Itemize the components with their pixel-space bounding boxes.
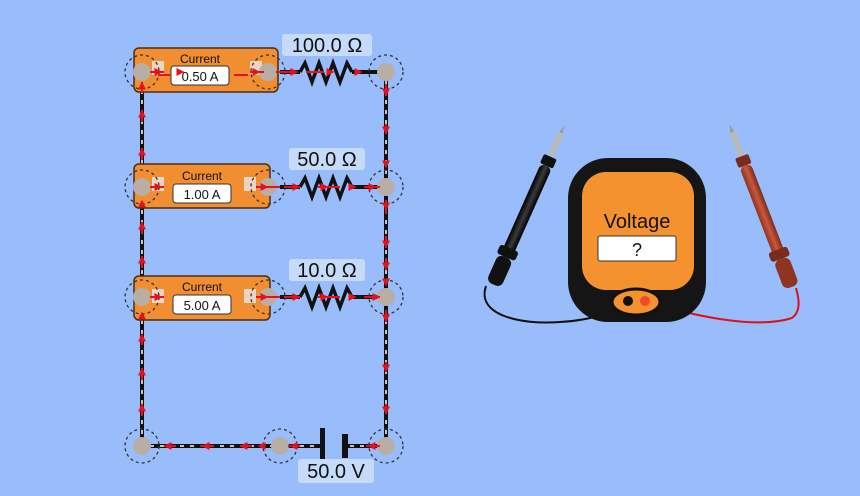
- ammeter-1[interactable]: Current 0.50 A: [133, 47, 279, 93]
- svg-text:50.0 V: 50.0 V: [307, 461, 365, 483]
- voltmeter-title: Voltage: [604, 211, 671, 233]
- ammeter-1-display: [170, 65, 230, 86]
- black-jack-icon: [623, 296, 633, 306]
- resistor-1-label: 100.0 Ω: [282, 34, 372, 57]
- voltmeter-display: [597, 235, 677, 262]
- black-probe[interactable]: [484, 122, 573, 289]
- voltmeter[interactable]: Voltage ?: [483, 158, 800, 324]
- ammeter-2[interactable]: Current 1.00 A: [133, 163, 271, 209]
- ammeter-1-value: 0.50 A: [182, 69, 219, 84]
- svg-text:100.0 Ω: 100.0 Ω: [292, 35, 363, 57]
- ammeter-3-display: [172, 294, 232, 315]
- current-arrows: [138, 68, 390, 450]
- ammeter-3-value: 5.00 A: [184, 298, 221, 313]
- svg-text:10.0 Ω: 10.0 Ω: [297, 260, 356, 282]
- red-jack-icon: [640, 296, 650, 306]
- ammeter-1-title: Current: [180, 52, 221, 66]
- probe-jacks: [610, 287, 662, 317]
- resistor-3-label: 10.0 Ω: [289, 259, 365, 282]
- resistor-3[interactable]: [298, 282, 354, 313]
- ammeter-2-display: [172, 183, 232, 204]
- battery-label: 50.0 V: [298, 459, 374, 483]
- svg-text:50.0 Ω: 50.0 Ω: [297, 149, 356, 171]
- ammeter-3-title: Current: [182, 280, 223, 294]
- red-probe[interactable]: [720, 121, 801, 291]
- resistor-1[interactable]: [298, 57, 354, 88]
- resistor-2-label: 50.0 Ω: [289, 148, 365, 171]
- ammeter-2-title: Current: [182, 169, 223, 183]
- battery[interactable]: [320, 428, 348, 464]
- resistor-2[interactable]: [298, 172, 354, 203]
- ammeter-2-value: 1.00 A: [184, 187, 221, 202]
- voltmeter-reading: ?: [632, 240, 642, 260]
